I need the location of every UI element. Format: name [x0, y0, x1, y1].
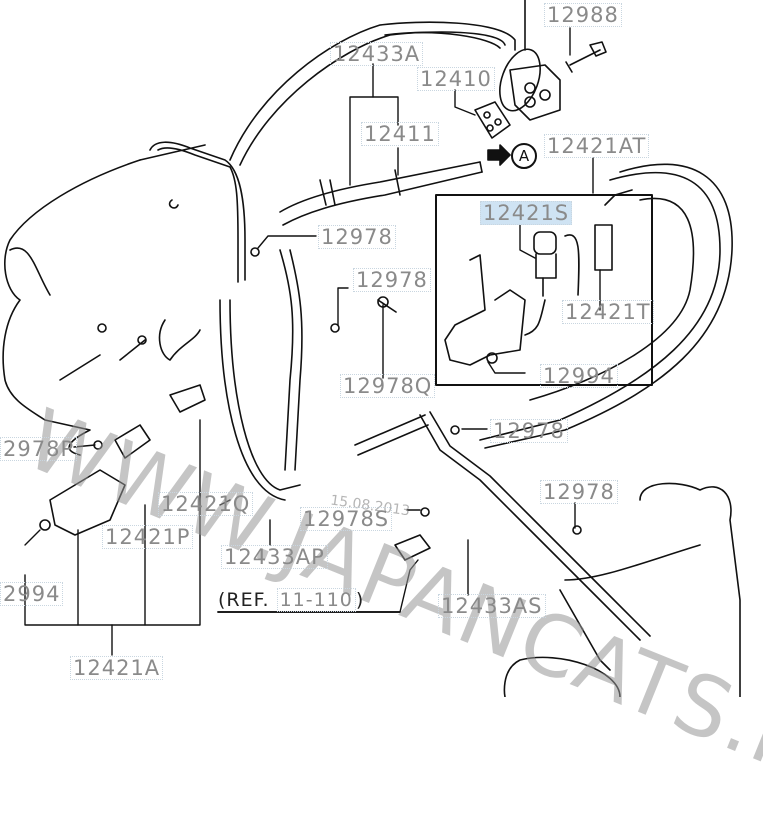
part-label-12978[interactable]: 12978: [353, 268, 431, 292]
arrow-to-a: [487, 144, 511, 166]
turbo-outline: [503, 482, 741, 697]
callout-marker-a[interactable]: A: [511, 143, 537, 169]
part-label-12988[interactable]: 12988: [544, 3, 622, 27]
part-label-12978P[interactable]: 2978P: [0, 437, 78, 461]
part-label-12978[interactable]: 12978: [318, 225, 396, 249]
part-label-12421A[interactable]: 12421A: [70, 656, 164, 680]
part-label-12421T[interactable]: 12421T: [562, 300, 654, 324]
part-label-12978S[interactable]: 12978S: [300, 507, 393, 531]
engine-block-outline: [2, 144, 206, 456]
inset-box: [435, 194, 653, 386]
solenoid-valves-left: [39, 319, 206, 536]
part-label-12994[interactable]: 12994: [540, 364, 618, 388]
upper-hose-bundle: [149, 21, 516, 283]
hose-routing: [219, 163, 733, 671]
part-label-12433A[interactable]: 12433A: [330, 42, 424, 66]
part-label-12421S[interactable]: 12421S: [480, 201, 573, 225]
valve-assembly: [499, 0, 607, 121]
bracket: [394, 534, 431, 561]
reference-suffix: ): [355, 589, 365, 611]
part-label-12410[interactable]: 12410: [417, 67, 495, 91]
part-label-12421P[interactable]: 12421P: [102, 525, 194, 549]
gasket-12410: [474, 101, 511, 139]
part-label-12978[interactable]: 12978: [540, 480, 618, 504]
part-label-12978[interactable]: 12978: [490, 419, 568, 443]
inset-components: [444, 189, 633, 366]
part-label-12421AT[interactable]: 12421AT: [544, 134, 650, 158]
part-label-12411[interactable]: 12411: [361, 122, 439, 146]
parts-diagram: [2, 0, 741, 697]
part-label-12978Q[interactable]: 12978Q: [340, 374, 436, 398]
part-label-12421Q[interactable]: 12421Q: [158, 492, 254, 516]
part-label-12994[interactable]: 2994: [0, 582, 64, 606]
part-label-12433AP[interactable]: 12433AP: [221, 545, 328, 569]
bolts: [93, 247, 582, 535]
part-label-12433AS[interactable]: 12433AS: [438, 594, 546, 618]
reference-prefix: (REF.: [218, 589, 270, 611]
reference-link[interactable]: 11-110: [276, 588, 356, 612]
reference-note: (REF. 11-110): [218, 588, 365, 612]
